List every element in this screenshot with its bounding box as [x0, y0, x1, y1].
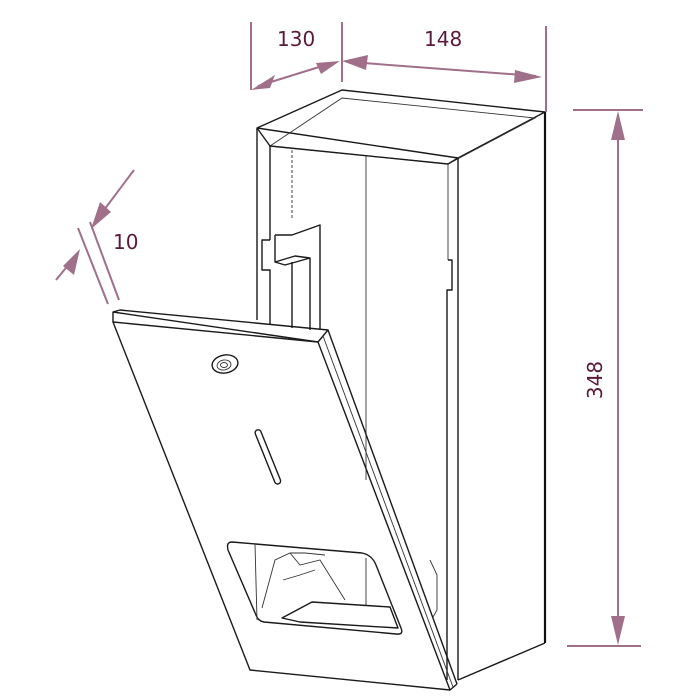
dimension-width — [341, 22, 547, 112]
hinged-front-door — [112, 309, 458, 691]
dimension-door-thickness — [55, 169, 135, 305]
depth-dimension-label: 130 — [277, 27, 316, 51]
dispensing-opening — [226, 541, 438, 635]
roll-indicator-slot — [254, 429, 282, 485]
door-thickness-dimension-label: 10 — [113, 230, 139, 254]
height-dimension-label: 348 — [583, 360, 608, 400]
door-lock — [211, 354, 239, 374]
width-dimension-label: 148 — [424, 27, 463, 51]
cabinet-body — [256, 89, 547, 681]
dimension-height — [567, 109, 643, 647]
dimension-depth — [250, 22, 340, 90]
